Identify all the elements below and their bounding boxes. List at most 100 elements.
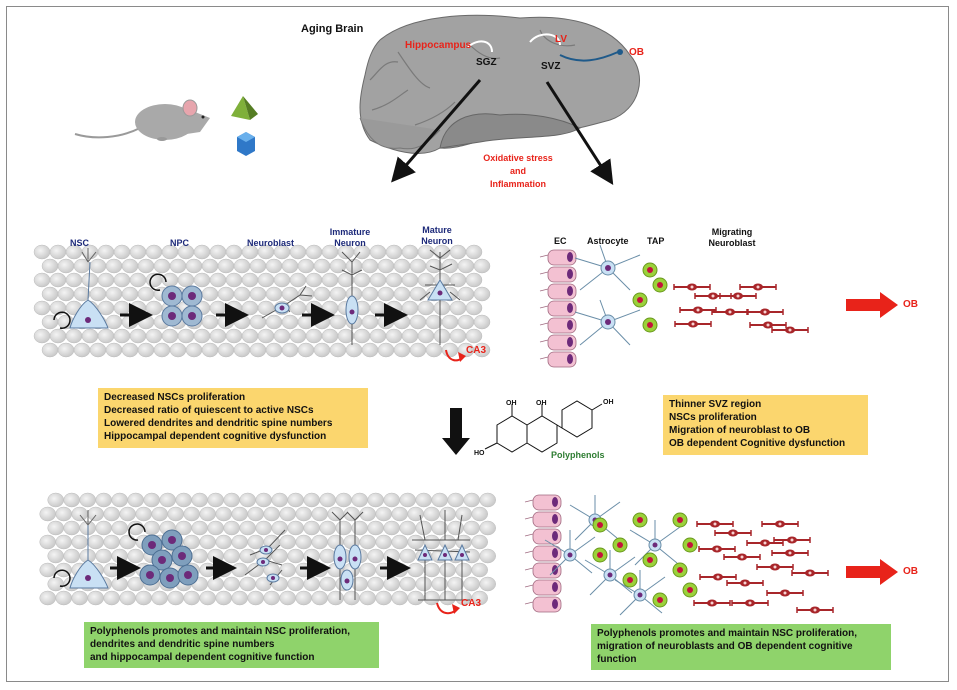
neuroblast-nucleus [691,322,695,326]
npc-cluster-treated [128,523,199,589]
ob-arrow-bottom [846,559,898,585]
tissue-cell [465,300,483,316]
tissue-cell [63,548,80,564]
tissue-cell [201,342,219,358]
tissue-cell [71,534,88,550]
tissue-cell [73,342,91,358]
neuroblast-nucleus [790,538,794,542]
sgz-arrow [391,79,482,183]
tissue-cell [375,562,392,578]
tissue-cell [289,272,307,288]
neuroblast-somas-treated [256,545,280,583]
tissue-cell [295,506,312,522]
neuroblast-nucleus [783,591,787,595]
tissue-cell [215,590,232,606]
tissue-cell [471,506,488,522]
tissue-cell [193,272,211,288]
tissue-cell [249,258,267,274]
tissue-cell [169,258,187,274]
tissue-cell [111,520,128,536]
aging-brain-illustration [359,14,640,154]
tap-nucleus [647,557,653,563]
tissue-cell [153,342,171,358]
neuroblast-nucleus [808,571,812,575]
tissue-cell [473,342,491,358]
tissue-cell [297,314,315,330]
neuroblast-nucleus [731,531,735,535]
tissue-cell [225,300,243,316]
tissue-cell [215,506,232,522]
npc-label: NPC [170,238,190,248]
tissue-cell [449,244,467,260]
ec-cilium [524,499,534,503]
tissue-cell [473,314,491,330]
tissue-cell [439,534,456,550]
tissue-cell [121,342,139,358]
ec-cilium [524,567,534,571]
tissue-cell [89,286,107,302]
tissue-cell [295,562,312,578]
stress-line-3: Inflammation [489,179,546,189]
tissue-cell [231,534,248,550]
neuroblast-nucleus [715,547,719,551]
ec-cilium [539,322,549,326]
tissue-cell [423,506,440,522]
oh-label-1: OH [506,400,517,407]
hippocampus-label: Hippocampus [405,40,472,51]
tissue-cell [393,258,411,274]
tissue-cell [199,506,216,522]
tissue-cell [191,520,208,536]
tissue-cell [145,300,163,316]
tissue-cell [57,286,75,302]
tissue-cell [135,590,152,606]
nsc-cell-treated [53,510,109,589]
tap-nucleus [657,597,663,603]
neuroblast-nucleus [716,575,720,579]
aged-svz-line-3: Migration of neuroblast to OB [669,425,811,436]
tissue-cell [447,492,464,508]
tissue-cell [247,506,264,522]
tissue-cell [87,534,104,550]
treated-sgz-line-1: Polyphenols promotes and maintain NSC pr… [90,626,351,637]
tissue-cell [455,562,472,578]
tissue-cell [183,506,200,522]
tissue-cell [47,548,64,564]
tissue-cell [249,286,267,302]
tissue-cell [305,300,323,316]
tissue-cell [63,520,80,536]
tissue-cell [121,314,139,330]
sgz-tissue-top [33,244,491,358]
tissue-cell [79,492,96,508]
tissue-cell [201,286,219,302]
ec-cilium [524,584,534,588]
tissue-cell [369,328,387,344]
tissue-cell [225,328,243,344]
aged-svz-line-1: Thinner SVZ region [669,399,762,410]
tissue-cell [407,534,424,550]
tissue-cell [113,300,131,316]
npc-cells [149,273,203,327]
tissue-cell [383,520,400,536]
tissue-cell [185,258,203,274]
ec-cilium [539,288,549,292]
tissue-cell [369,272,387,288]
tissue-cell [119,562,136,578]
tissue-cell [439,506,456,522]
tissue-cell [39,534,56,550]
tissue-cell [441,342,459,358]
tissue-cell [425,342,443,358]
tissue-cell [209,328,227,344]
immature-label-2: Neuron [334,238,366,248]
neuroblast-nucleus [713,522,717,526]
tissue-cell [391,562,408,578]
tissue-cell [313,342,331,358]
tissue-cell [311,534,328,550]
tissue-cell [95,492,112,508]
tissue-cell [33,272,51,288]
tissue-cell [233,314,251,330]
tissue-cell [137,286,155,302]
tissue-cell [183,590,200,606]
tissue-cell [167,506,184,522]
tissue-cell [351,576,368,592]
tissue-cell [161,328,179,344]
